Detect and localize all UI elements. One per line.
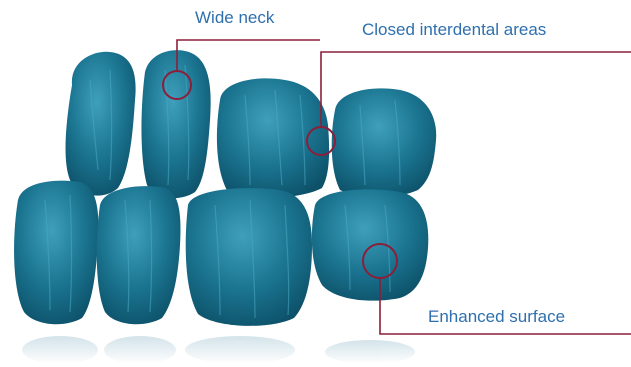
tooth-upper-2 xyxy=(141,50,210,198)
tooth-upper-1 xyxy=(66,52,136,196)
tooth-lower-2 xyxy=(97,186,181,324)
tooth-upper-4 xyxy=(332,88,436,197)
wide-neck-label: Wide neck xyxy=(195,8,274,28)
upper-teeth-row xyxy=(66,50,437,198)
lower-teeth-row xyxy=(14,181,428,326)
tooth-reflections xyxy=(22,336,415,362)
enhanced-surface-label: Enhanced surface xyxy=(428,307,565,327)
closed-interdental-label: Closed interdental areas xyxy=(362,20,546,40)
tooth-upper-3 xyxy=(217,78,329,197)
tooth-lower-1 xyxy=(14,181,98,325)
tooth-lower-4 xyxy=(312,189,428,300)
tooth-lower-3 xyxy=(186,188,312,326)
